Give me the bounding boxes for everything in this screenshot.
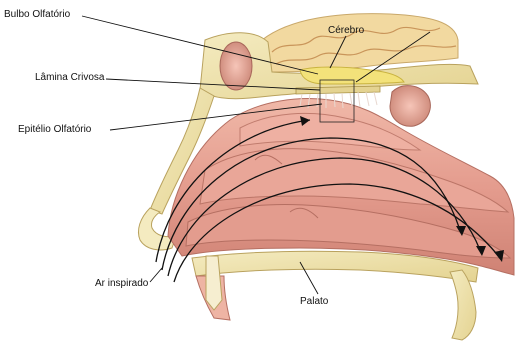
brain <box>262 14 458 72</box>
label-epitelio-olfatorio: Epitélio Olfatório <box>18 124 91 136</box>
leader-ar <box>150 268 162 282</box>
label-ar-inspirado: Ar inspirado <box>95 278 148 290</box>
label-cerebro: Cérebro <box>328 25 364 37</box>
frontal-sinus <box>220 42 252 90</box>
sphenoid-sinus <box>390 86 430 127</box>
label-lamina-crivosa: Lâmina Crivosa <box>35 72 104 84</box>
label-palato: Palato <box>300 296 328 308</box>
label-bulbo-olfatorio: Bulbo Olfatório <box>4 9 70 21</box>
